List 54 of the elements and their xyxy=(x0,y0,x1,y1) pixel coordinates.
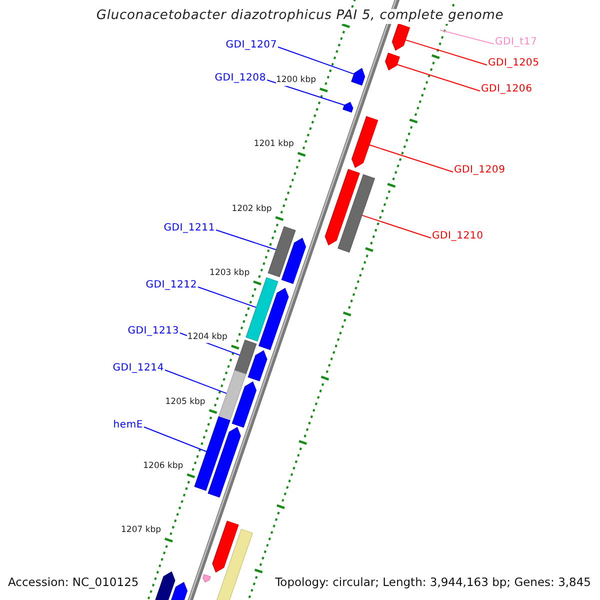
gene-bar xyxy=(338,174,376,253)
gene-bar xyxy=(218,370,246,421)
scale-label: 1206 kbp xyxy=(143,462,184,472)
leader-line xyxy=(361,214,432,238)
gene-bar xyxy=(246,277,278,342)
leader-line xyxy=(216,230,277,250)
scale-label: 1205 kbp xyxy=(165,398,206,408)
leader-line xyxy=(198,286,257,308)
leader-line xyxy=(164,370,228,394)
gene-label: GDI_1205 xyxy=(488,57,540,69)
gene-block xyxy=(208,426,241,498)
leader-line xyxy=(440,30,494,44)
gene-block xyxy=(281,238,306,284)
gene-block xyxy=(202,574,211,583)
scale-label: 1201 kbp xyxy=(254,140,294,150)
leader-line xyxy=(368,144,454,172)
gene-block xyxy=(392,23,410,51)
gene-block xyxy=(351,68,366,86)
gene-label: GDI_1214 xyxy=(112,362,164,374)
map-title: Gluconacetobacter diazotrophicus PAI 5, complete genome xyxy=(96,9,504,24)
gene-block xyxy=(258,288,289,350)
gene-label: GDI_1212 xyxy=(146,279,197,291)
gene-block xyxy=(212,520,239,573)
gene-bar xyxy=(268,226,296,278)
scale-label: 1207 kbp xyxy=(121,526,162,536)
gene-label: GDI_1207 xyxy=(226,39,277,51)
leader-line xyxy=(266,80,345,106)
scale-label: 1203 kbp xyxy=(210,268,250,279)
gene-bar xyxy=(234,340,257,375)
gene-label: GDI_1213 xyxy=(128,325,179,337)
leader-line xyxy=(278,46,355,75)
gene-block xyxy=(385,52,400,71)
scale-label: 1204 kbp xyxy=(187,333,228,344)
gene-block xyxy=(324,168,360,246)
accession-text: Accession: NC_010125 xyxy=(8,576,139,590)
genome-info-text: Topology: circular; Length: 3,944,163 bp; Genes: 3,845 xyxy=(275,576,591,590)
gene-label: GDI_1210 xyxy=(432,230,484,242)
leader-line xyxy=(396,64,480,92)
leader-line xyxy=(404,39,488,66)
gene-block xyxy=(248,350,268,382)
gene-label: hemE xyxy=(113,419,143,431)
gene-block xyxy=(342,102,354,113)
gene-bar xyxy=(215,528,253,600)
gene-block xyxy=(351,116,378,168)
gene-label: GDI_1208 xyxy=(214,72,266,84)
gene-label: GDI_1211 xyxy=(164,222,215,234)
scale-label: 1200 kbp xyxy=(276,76,316,86)
gene-label: GDI_1206 xyxy=(481,83,532,95)
scale-label: 1202 kbp xyxy=(232,204,272,214)
gene-label: GDI_1209 xyxy=(454,164,506,176)
leader-line xyxy=(144,426,208,452)
gene-block xyxy=(232,381,257,428)
gene-label: GDI_t17 xyxy=(495,36,538,48)
gene-bar xyxy=(194,416,230,491)
